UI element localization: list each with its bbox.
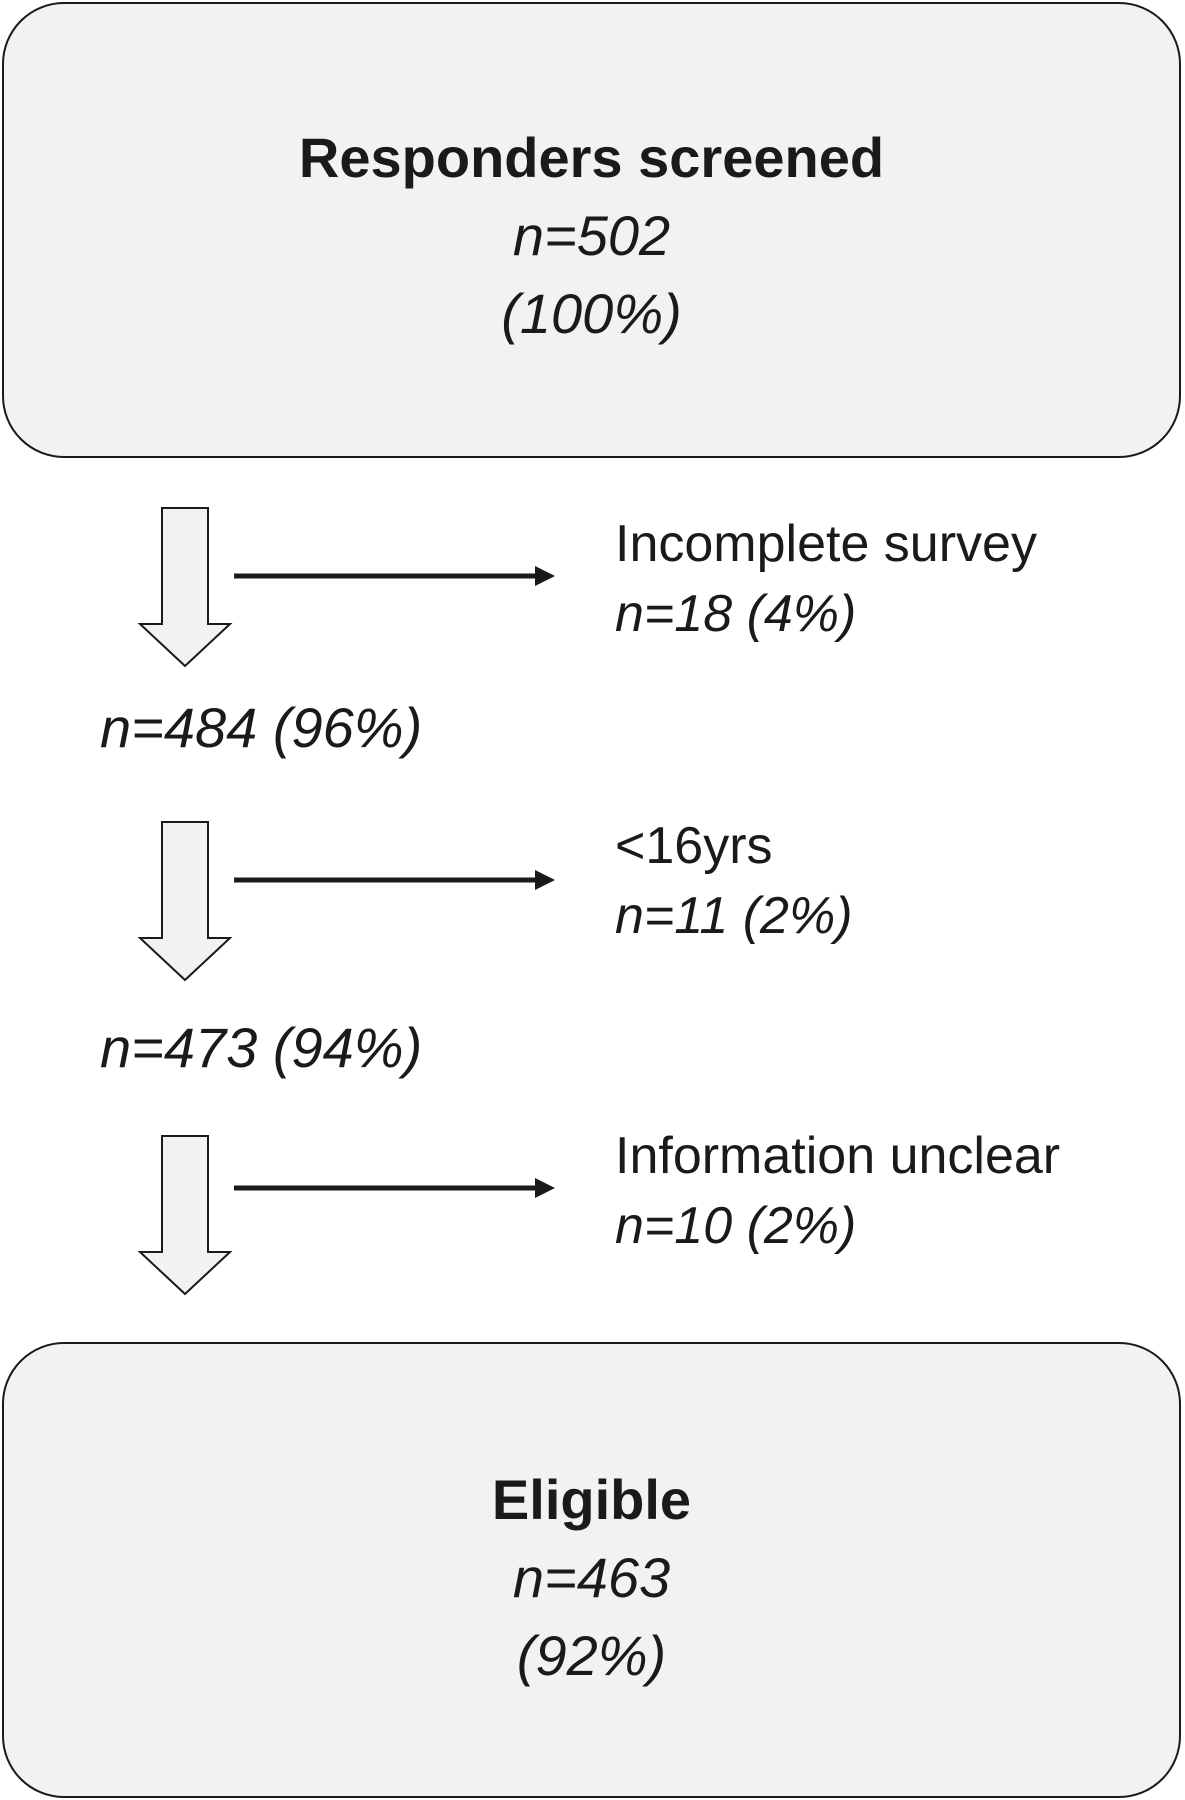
eligible-percent: (92%): [516, 1624, 667, 1687]
exclusion-arrowhead-3: [535, 1178, 555, 1198]
exclusion-count-2: n=11 (2%): [615, 887, 853, 945]
screened-box: Responders screened n=502 (100%): [2, 2, 1181, 458]
exclusion-count-3: n=10 (2%): [615, 1197, 857, 1255]
screened-title: Responders screened: [298, 126, 885, 189]
exclusion-arrowhead-2: [535, 870, 555, 890]
eligible-box: Eligible n=463 (92%): [2, 1342, 1181, 1798]
remaining-count-2: n=473 (94%): [100, 1016, 423, 1079]
screened-percent: (100%): [501, 282, 682, 345]
down-arrow-3: [137, 1135, 233, 1296]
eligible-count: n=463: [512, 1546, 671, 1609]
down-arrow-1: [137, 507, 233, 668]
exclusion-arrowhead-1: [535, 566, 555, 586]
eligible-title: Eligible: [491, 1468, 692, 1531]
exclusion-label-3: Information unclear: [615, 1127, 1061, 1185]
exclusion-label-2: <16yrs: [615, 817, 773, 875]
screened-count: n=502: [512, 204, 671, 267]
exclusion-label-1: Incomplete survey: [615, 515, 1037, 573]
remaining-count-1: n=484 (96%): [100, 696, 423, 759]
down-arrow-2: [137, 821, 233, 982]
exclusion-count-1: n=18 (4%): [615, 585, 857, 643]
